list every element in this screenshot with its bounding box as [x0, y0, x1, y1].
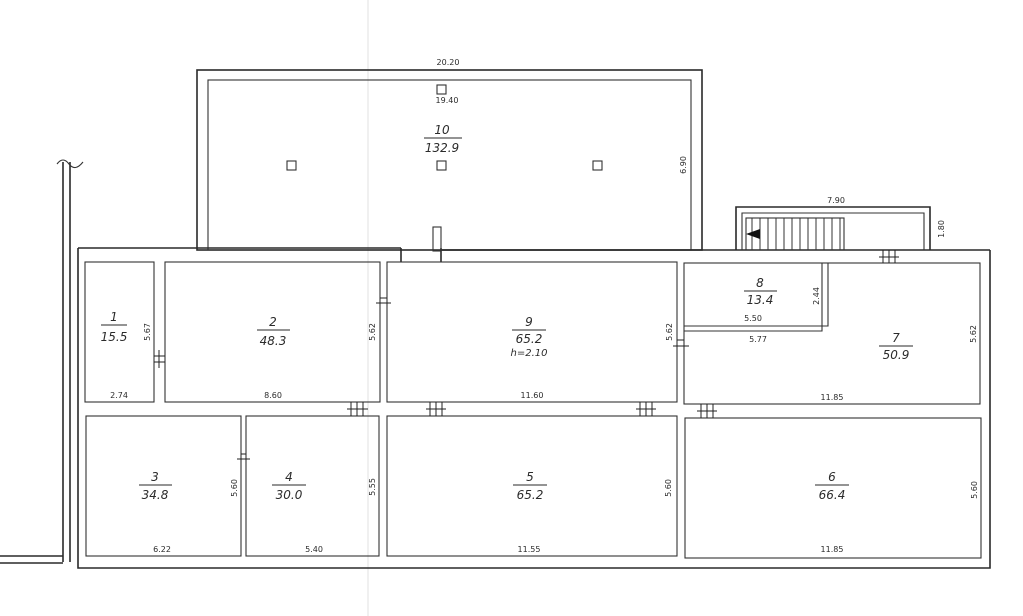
dim-r3-width: 6.22 [153, 545, 171, 554]
dim-r8-height: 2.44 [812, 287, 821, 305]
room-9-note: h=2.10 [511, 348, 548, 359]
dim-hall-outer-width: 20.20 [437, 58, 460, 67]
dim-r3-height: 5.60 [230, 479, 239, 497]
room-5-area: 65.2 [517, 488, 544, 502]
dim-r6-width: 11.85 [821, 545, 844, 554]
dim-stair-height: 1.80 [937, 220, 946, 238]
room-9-area: 65.2 [516, 332, 543, 346]
dim-r7-width: 11.85 [821, 393, 844, 402]
stair-arrow-icon [746, 229, 760, 239]
room-10-number: 10 [434, 123, 450, 137]
door-corridor-b [426, 402, 446, 416]
room-1-area: 15.5 [101, 330, 128, 344]
room-4-label: 4 30.0 [272, 470, 306, 502]
room-4 [245, 415, 380, 557]
room-6-number: 6 [828, 470, 836, 484]
door-markers [154, 250, 899, 460]
room-1 [84, 261, 155, 403]
room-3-label: 3 34.8 [139, 470, 172, 502]
dim-r1-height: 5.67 [143, 323, 152, 341]
dim-r2-height: 5.62 [368, 323, 377, 341]
dim-r9-height: 5.62 [665, 323, 674, 341]
door-corridor-a [347, 402, 368, 416]
dim-r5-height: 5.60 [664, 479, 673, 497]
dim-r7-width-top: 5.77 [749, 335, 767, 344]
room-6 [684, 417, 982, 559]
room-3-number: 3 [151, 470, 159, 484]
dim-r9-width: 11.60 [521, 391, 544, 400]
room-5 [386, 415, 678, 557]
door-corridor-d [697, 404, 717, 418]
room-9 [386, 261, 678, 403]
room-5-number: 5 [526, 470, 534, 484]
door-9-7 [673, 339, 689, 347]
room-9-label: 9 65.2 h=2.10 [511, 315, 548, 359]
room-4-area: 30.0 [276, 488, 303, 502]
room-5-label: 5 65.2 [513, 470, 547, 502]
staircase [735, 206, 931, 251]
dim-r2-width: 8.60 [264, 391, 282, 400]
room-9-number: 9 [525, 315, 533, 329]
door-1-2 [154, 350, 165, 368]
room-10-label: 10 132.9 [424, 123, 462, 155]
dim-r8-width: 5.50 [744, 314, 762, 323]
door-corridor-c [636, 402, 656, 416]
dim-r7-height: 5.62 [969, 325, 978, 343]
door-3-4 [237, 453, 250, 460]
room-7-number: 7 [892, 331, 900, 345]
dim-r4-width: 5.40 [305, 545, 323, 554]
dim-r5-width: 11.55 [518, 545, 541, 554]
dim-r1-width: 2.74 [110, 391, 128, 400]
dim-stair-width: 7.90 [827, 196, 845, 205]
dim-r6-height: 5.60 [970, 481, 979, 499]
room-3-area: 34.8 [142, 488, 169, 502]
room-1-label: 1 15.5 [101, 310, 128, 344]
room-1-number: 1 [110, 310, 118, 324]
room-2-area: 48.3 [260, 334, 287, 348]
room-4-number: 4 [285, 470, 293, 484]
hall-columns [286, 84, 603, 171]
building-walls [77, 226, 991, 569]
room-2-label: 2 48.3 [257, 315, 290, 348]
room-2-number: 2 [269, 315, 277, 329]
room-10-area: 132.9 [425, 141, 459, 155]
room-8-area: 13.4 [747, 293, 774, 307]
room-8-number: 8 [756, 276, 764, 290]
dimension-labels: 20.20 19.40 6.90 7.90 1.80 5.67 2.74 5.6… [110, 58, 979, 554]
room-7-area: 50.9 [883, 348, 910, 362]
room-7 [683, 262, 981, 405]
room-6-area: 66.4 [819, 488, 846, 502]
room-8-label: 8 13.4 [744, 276, 777, 307]
room-2 [164, 261, 381, 403]
dim-r4-height: 5.55 [368, 478, 377, 496]
door-7-top [879, 250, 899, 263]
dim-hall-height: 6.90 [679, 156, 688, 174]
left-annex [0, 159, 84, 564]
dim-hall-inner-width: 19.40 [436, 96, 459, 105]
room-8 [684, 263, 829, 327]
door-2-9 [376, 297, 391, 304]
room-6-label: 6 66.4 [815, 470, 849, 502]
room-7-label: 7 50.9 [879, 331, 913, 362]
room-3 [85, 415, 242, 557]
